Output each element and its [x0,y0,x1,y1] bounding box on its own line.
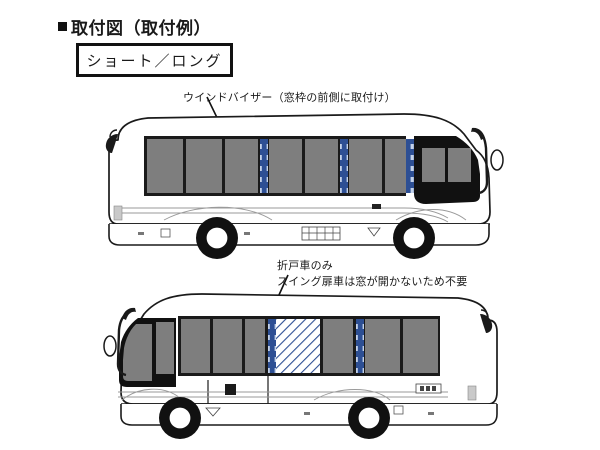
window-pane [365,319,400,373]
variant-label-box: ショート／ロング [76,43,233,77]
wheels [196,217,435,259]
front-mirror-arm [103,307,136,377]
hatched-glass [276,319,320,373]
window-pane [349,139,382,193]
callout-folding-door-only: 折戸車のみ スイング扉車は窓が開かないため不要 [277,258,467,290]
visor-strip [268,319,276,373]
callout-folding-door-line-1: 折戸車のみ [277,259,333,272]
page-title-text: 取付図（取付例） [71,19,211,39]
rear-mirror-arm [105,129,118,153]
door-pane [448,148,471,182]
window-pane [225,139,258,193]
window-pane [181,319,210,373]
rear-mirror-arm [480,309,493,333]
body-crease-lines [118,388,448,401]
visor-strip [406,139,414,193]
front-glass-area [119,318,176,387]
visor-strip [260,139,268,193]
visor-strip [340,139,348,193]
window-pane [385,139,406,193]
square-bullet-icon [58,22,67,31]
callout-folding-door-line-2: スイング扉車は窓が開かないため不要 [277,274,468,288]
window-panes [147,139,406,193]
body-crease-lines [114,206,467,223]
mirror-head [103,335,117,357]
door-pane [156,322,174,374]
window-pane [147,139,183,193]
visor-strips [260,139,414,193]
side-details [113,204,381,241]
window-pane [245,319,265,373]
wheels [159,397,390,439]
vent-grille [415,383,442,394]
callout-wind-visor: ウインドバイザー（窓枠の前側に取付け） [183,90,396,106]
window-pane [323,319,353,373]
figure-bus-short-long [104,96,504,260]
mirror-head [490,149,504,171]
front-glass-area [414,136,480,204]
visor-strips [356,319,364,373]
window-pane [186,139,222,193]
door-pane [422,148,445,182]
window-pane [269,139,302,193]
visor-strip [356,319,364,373]
page-title: 取付図（取付例） [58,14,211,39]
window-panes [181,319,438,373]
callout-wind-visor-line-1: ウインドバイザー（窓枠の前側に取付け） [183,91,396,104]
door-handle [225,384,236,395]
window-pane [305,139,338,193]
vent-grille [301,226,341,241]
bottom-bus-hatched-window [268,319,320,373]
side-details [205,383,477,417]
variant-label-text: ショート／ロング [86,51,223,70]
window-pane [213,319,242,373]
figure-bus-folding-door [103,274,498,440]
window-pane [403,319,438,373]
front-mirror-arm [471,127,504,195]
